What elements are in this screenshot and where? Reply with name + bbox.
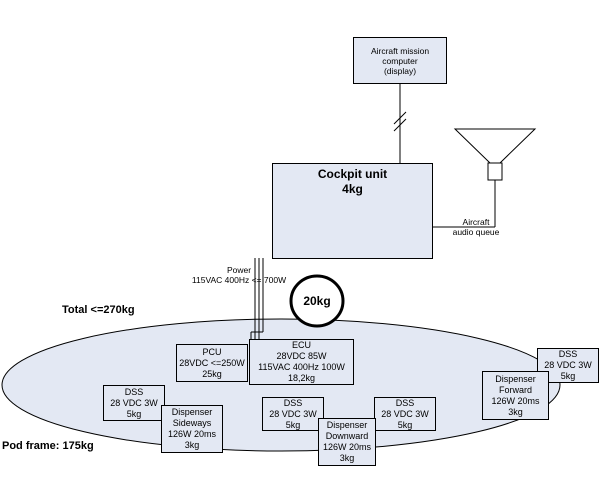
- speaker-icon: [453, 128, 537, 164]
- cockpit-unit-box: Cockpit unit 4kg: [272, 163, 433, 259]
- dss-sideways-box: DSS 28 VDC 3W 5kg: [103, 385, 165, 421]
- dss-center-right-box: DSS 28 VDC 3W 5kg: [374, 397, 436, 431]
- link-break-1: [393, 111, 407, 125]
- dss-center-left-box: DSS 28 VDC 3W 5kg: [262, 397, 324, 431]
- pod-frame-label: Pod frame: 175kg: [2, 440, 94, 452]
- total-weight-label: Total <=270kg: [62, 304, 135, 316]
- dispenser-sideways-box: Dispenser Sideways 126W 20ms 3kg: [161, 405, 223, 453]
- ecu-box: ECU 28VDC 85W 115VAC 400Hz 100W 18,2kg: [249, 339, 354, 385]
- speaker-base: [487, 162, 503, 181]
- dispenser-downward-box: Dispenser Downward 126W 20ms 3kg: [318, 418, 376, 466]
- weight-circle: [289, 274, 345, 328]
- pcu-box: PCU 28VDC <=250W 25kg: [176, 344, 248, 382]
- cockpit-unit-weight: 4kg: [342, 182, 363, 196]
- dispenser-forward-box: Dispenser Forward 126W 20ms 3kg: [482, 371, 549, 420]
- audio-label: Aircraft audio queue: [452, 217, 500, 237]
- link-break-2: [393, 118, 407, 132]
- cockpit-unit-title: Cockpit unit: [317, 167, 388, 181]
- mission-computer-box: Aircraft mission computer (display): [353, 37, 447, 84]
- weight-20-label: 20kg: [303, 294, 331, 308]
- power-label: Power 115VAC 400Hz <= 700W: [191, 265, 287, 285]
